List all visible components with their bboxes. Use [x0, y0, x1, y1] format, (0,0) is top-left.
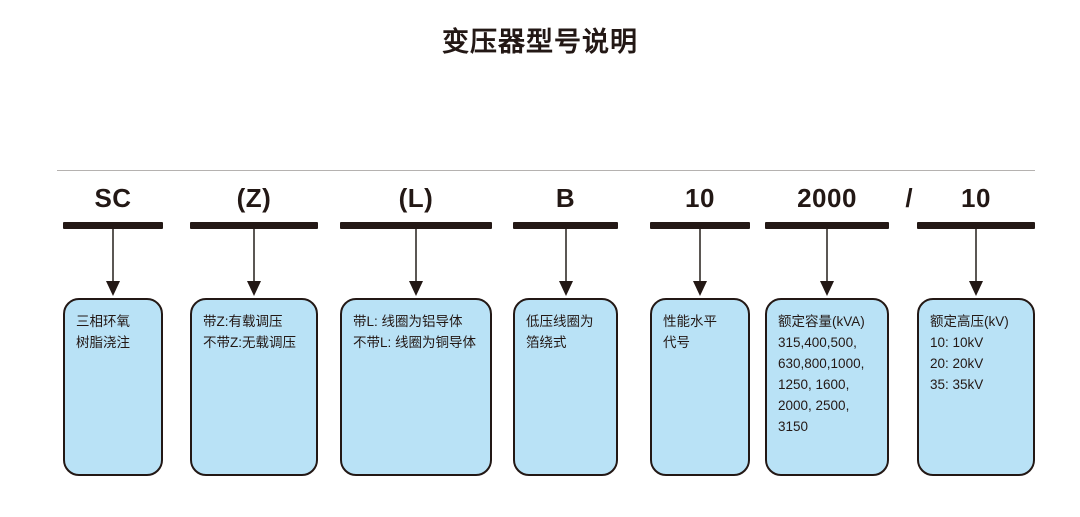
arrowhead-icon-3 [409, 281, 423, 296]
box-line: 额定容量(kVA) [778, 314, 865, 329]
connector-stem-4 [564, 229, 567, 285]
arrowhead-icon-1 [106, 281, 120, 296]
code-label-1: SC [94, 183, 132, 213]
arrowhead-icon-5 [693, 281, 707, 296]
box-line: 630,800,1000, [778, 356, 865, 371]
code-label-3: (L) [398, 183, 434, 213]
code-underline-5 [650, 222, 750, 229]
header-divider [57, 170, 1035, 171]
connector-stem-5 [699, 229, 701, 285]
description-box-5: 性能水平 代号 [650, 298, 750, 476]
box-line: 315,400,500, [778, 335, 857, 350]
box-line: 3150 [778, 419, 809, 434]
box-line: 20: 20kV [930, 356, 984, 371]
connector-stem-2 [253, 229, 255, 285]
description-box-7: 额定高压(kV) 10: 10kV 20: 20kV 35: 35kV [917, 298, 1035, 476]
code-column-5: 10 性能水平 代号 [650, 178, 750, 476]
page-title: 变压器型号说明 [442, 27, 638, 57]
connector-arrow-5 [650, 229, 750, 298]
code-column-1: SC 三相环氧 树脂浇注 [63, 178, 163, 476]
connector-arrow-4 [513, 229, 618, 298]
description-box-2: 带Z:有载调压 不带Z:无载调压 [190, 298, 318, 476]
box-line: 35: 35kV [930, 377, 984, 392]
code-label-2: (Z) [236, 183, 272, 213]
code-underline-1 [63, 222, 163, 229]
box-line: 树脂浇注 [76, 335, 130, 350]
code-label-7: 10 [961, 183, 991, 213]
box-line: 不带Z:无载调压 [203, 335, 296, 350]
code-column-4: B 低压线圈为 箔绕式 [513, 178, 618, 476]
connector-stem-3 [415, 229, 417, 285]
connector-arrow-2 [190, 229, 318, 298]
code-label-4: B [555, 183, 576, 213]
code-breakdown-columns: SC 三相环氧 树脂浇注 (Z) 带Z:有载调压 不带Z:无载调压 [0, 178, 1080, 508]
arrowhead-icon-2 [247, 281, 261, 296]
box-line: 代号 [663, 335, 690, 350]
connector-stem-7 [975, 229, 977, 285]
description-box-4: 低压线圈为 箔绕式 [513, 298, 618, 476]
box-line: 带Z:有载调压 [203, 314, 283, 329]
box-line: 10: 10kV [930, 335, 984, 350]
description-box-6: 额定容量(kVA) 315,400,500, 630,800,1000, 125… [765, 298, 889, 476]
code-underline-4 [513, 222, 618, 229]
box-line: 三相环氧 [76, 314, 130, 329]
code-label-6: 2000 [797, 183, 857, 213]
connector-arrow-7 [917, 229, 1035, 298]
code-column-3: (L) 带L: 线圈为铝导体 不带L: 线圈为铜导体 [340, 178, 492, 476]
arrowhead-icon-7 [969, 281, 983, 296]
code-underline-2 [190, 222, 318, 229]
arrowhead-icon-4 [558, 281, 573, 296]
box-line: 低压线圈为 [526, 314, 594, 329]
code-column-6: 2000 额定容量(kVA) 315,400,500, 630,800,1000… [765, 178, 889, 476]
description-box-3: 带L: 线圈为铝导体 不带L: 线圈为铜导体 [340, 298, 492, 476]
code-underline-6 [765, 222, 889, 229]
box-line: 1250, 1600, [778, 377, 850, 392]
box-line: 箔绕式 [526, 335, 567, 350]
box-line: 性能水平 [663, 314, 717, 329]
box-line: 带L: 线圈为铝导体 [353, 314, 463, 329]
code-underline-3 [340, 222, 492, 229]
box-line: 不带L: 线圈为铜导体 [353, 335, 477, 350]
code-column-2: (Z) 带Z:有载调压 不带Z:无载调压 [190, 178, 318, 476]
code-underline-7 [917, 222, 1035, 229]
code-label-5: 10 [685, 183, 715, 213]
connector-arrow-3 [340, 229, 492, 298]
arrowhead-icon-6 [820, 281, 834, 296]
description-box-1: 三相环氧 树脂浇注 [63, 298, 163, 476]
connector-arrow-1 [63, 229, 163, 298]
connector-stem-1 [112, 229, 114, 285]
separator-slash: / [905, 183, 913, 213]
connector-arrow-6 [765, 229, 889, 298]
box-line: 2000, 2500, [778, 398, 850, 413]
code-column-7: 10 额定高压(kV) 10: 10kV 20: 20kV 35: 35kV [917, 178, 1035, 476]
box-line: 额定高压(kV) [930, 314, 1009, 329]
connector-stem-6 [826, 229, 828, 285]
